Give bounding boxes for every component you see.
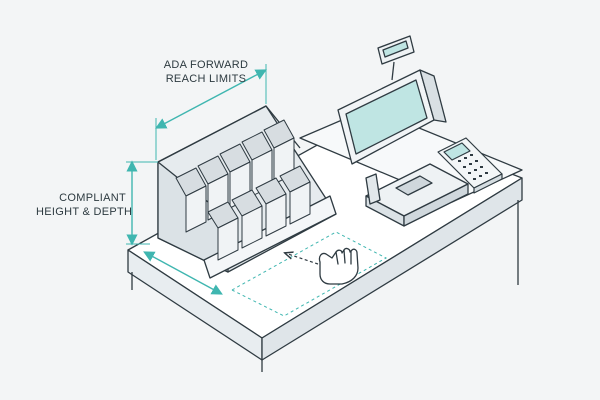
- reach-limits-line2: REACH LIMITS: [165, 73, 247, 85]
- counter-right-face: [261, 177, 523, 361]
- height-depth-label: COMPLIANT HEIGHT & DEPTH: [36, 191, 133, 219]
- height-depth-line2: HEIGHT & DEPTH: [36, 206, 133, 218]
- pointing-hand-icon: [318, 247, 359, 285]
- pos-drawer: [395, 175, 433, 196]
- product-box: [279, 165, 311, 225]
- product-box: [255, 177, 287, 237]
- dimension-reach: [155, 64, 267, 160]
- pos-screen: [345, 79, 428, 155]
- pos-terminal: [337, 35, 469, 227]
- product-box: [231, 189, 263, 249]
- rack-products-lower: [207, 165, 311, 261]
- reach-zone-outline: [231, 231, 388, 317]
- product-box: [207, 201, 239, 261]
- card-reader-keypad: [458, 154, 488, 180]
- card-reader-screen: [443, 142, 471, 161]
- product-box: [175, 167, 207, 233]
- dimension-depth: [143, 251, 223, 295]
- height-depth-line1: COMPLIANT: [59, 192, 126, 204]
- reach-limits-line1: ADA FORWARD: [163, 59, 249, 71]
- dimension-height: [126, 160, 158, 246]
- card-reader: [437, 137, 503, 194]
- reach-limits-label: ADA FORWARD REACH LIMITS: [150, 58, 262, 86]
